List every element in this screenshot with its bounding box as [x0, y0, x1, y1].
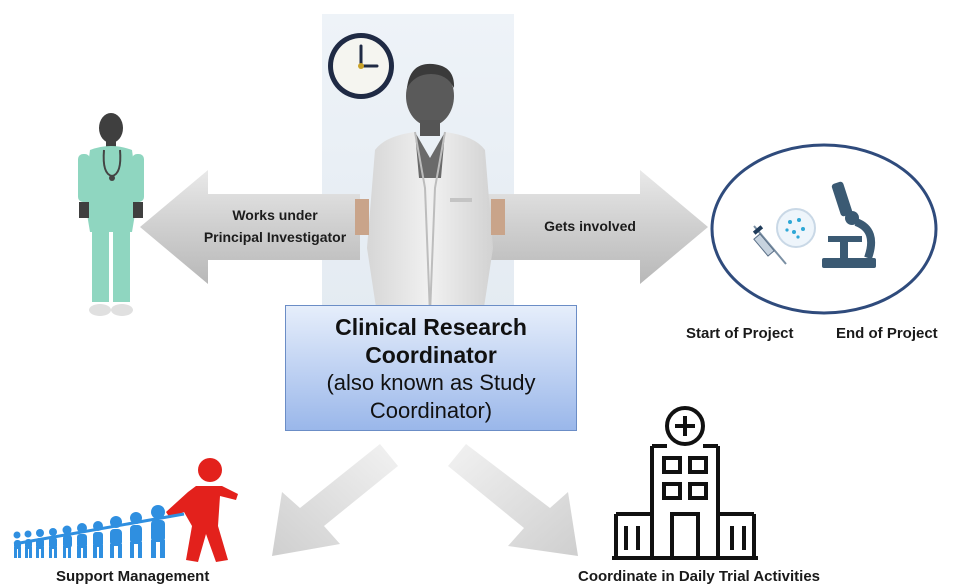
coordinator-title-box: Clinical Research Coordinator (also know… [285, 305, 577, 431]
syringe-icon [752, 225, 787, 265]
lab-circle [710, 143, 938, 315]
right-arrow [480, 170, 708, 284]
coordinator-subtitle: (also known as Study Coordinator) [326, 370, 536, 423]
end-of-project-label: End of Project [836, 325, 938, 342]
doctor-icon [78, 113, 144, 316]
down-left-arrow [272, 444, 398, 556]
team-icon [13, 458, 238, 562]
support-management-label: Support Management [56, 568, 210, 585]
coordinate-daily-activities-label: Coordinate in Daily Trial Activities [578, 568, 821, 585]
down-right-arrow [448, 444, 578, 556]
microscope-icon [822, 181, 876, 268]
coordinator-icon [355, 63, 505, 314]
left-arrow-label: Works under Principal Investigator [203, 207, 347, 245]
start-of-project-label: Start of Project [686, 325, 794, 342]
petri-dish-icon [776, 208, 816, 248]
left-arrow [140, 170, 360, 284]
hospital-icon [612, 406, 758, 560]
clock-icon [328, 33, 394, 99]
coordinator-title: Clinical Research Coordinator [335, 314, 527, 368]
right-arrow-label: Gets involved [544, 218, 636, 234]
